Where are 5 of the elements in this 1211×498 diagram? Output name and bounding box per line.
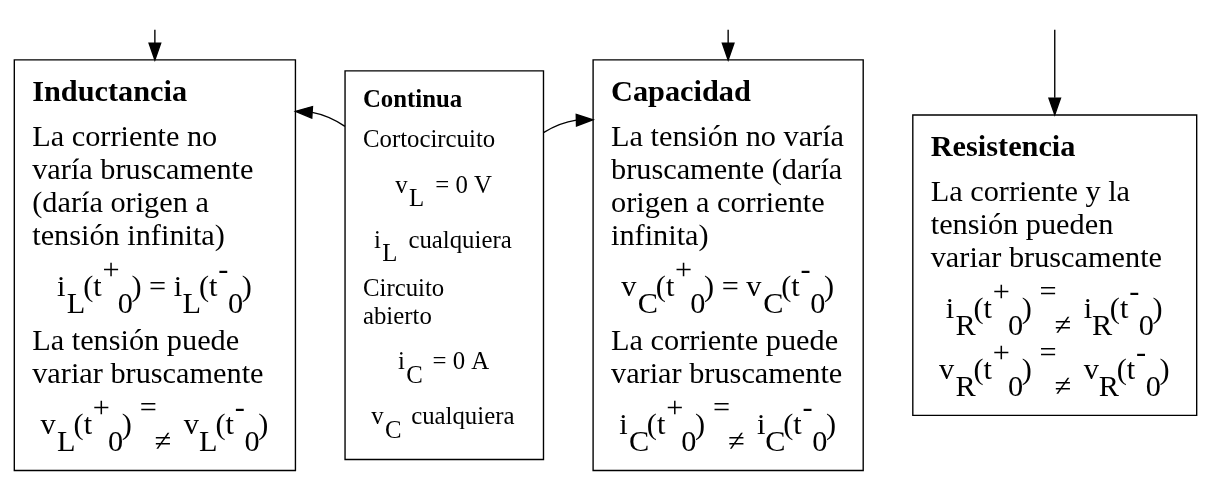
- arrow: [1048, 28, 1062, 117]
- arrow: [721, 28, 735, 62]
- arrow: [293, 105, 346, 127]
- arrow: [542, 112, 595, 133]
- arrow: [148, 28, 162, 62]
